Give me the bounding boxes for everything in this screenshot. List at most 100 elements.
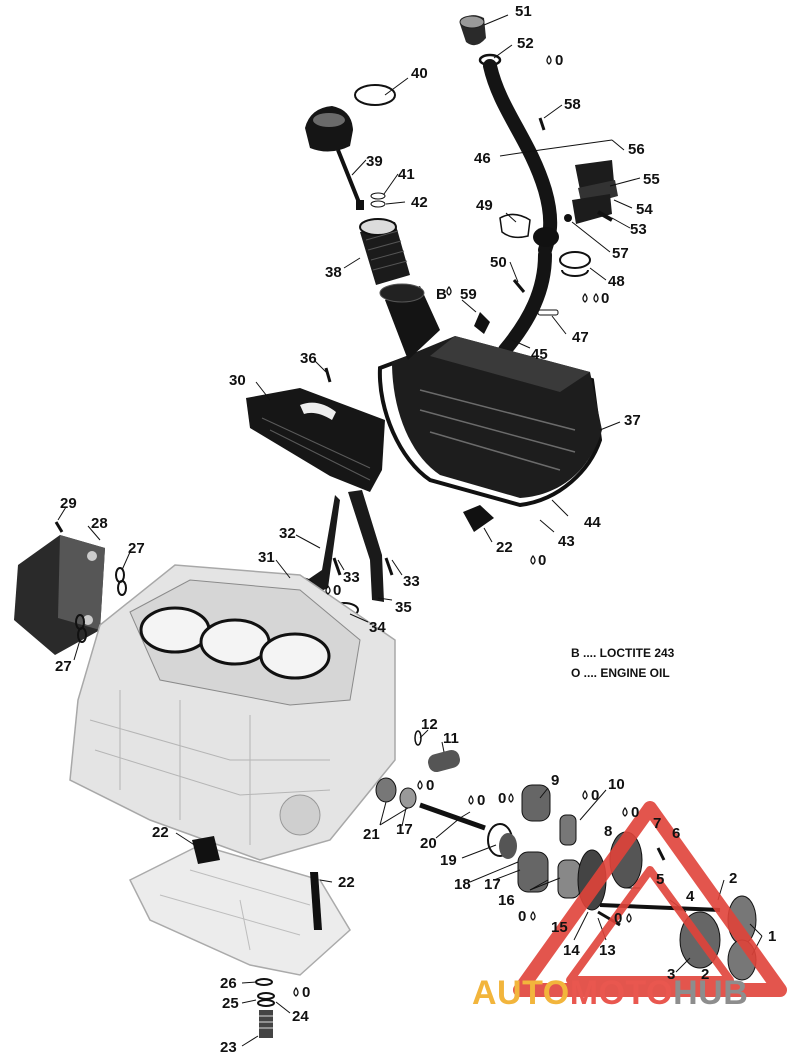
oil-tank-part <box>377 283 603 508</box>
callout-34: 34 <box>369 619 386 636</box>
oil-mark-33: 0 <box>333 582 342 599</box>
drain-plug-part <box>255 978 275 1038</box>
callout-3: 3 <box>667 966 676 983</box>
callout-46: 46 <box>474 150 491 167</box>
callout-24: 24 <box>292 1008 309 1025</box>
callout-27-top: 27 <box>128 540 145 557</box>
oil-drop-icon <box>530 910 536 921</box>
callout-54: 54 <box>636 201 653 218</box>
cover-plate-part <box>246 388 385 492</box>
callout-52: 52 <box>517 35 534 52</box>
oil-drop-icon <box>530 554 536 565</box>
watermark-text: AUTOMOTOHUB <box>472 974 748 1013</box>
oil-mark-16: 0 <box>518 908 527 925</box>
callout-57: 57 <box>612 245 629 262</box>
callout-29: 29 <box>60 495 77 512</box>
callout-47: 47 <box>572 329 589 346</box>
callout-50: 50 <box>490 254 507 271</box>
oil-mark-52: 0 <box>555 52 564 69</box>
callout-14: 14 <box>563 942 580 959</box>
oil-drop-icon <box>417 779 423 790</box>
callout-12: 12 <box>421 716 438 733</box>
crankcase-part <box>69 564 396 861</box>
callout-4: 4 <box>686 888 695 905</box>
callout-13: 13 <box>599 942 616 959</box>
oil-mark-8: 0 <box>631 804 640 821</box>
callout-32: 32 <box>279 525 296 542</box>
watermark-part-3: HUB <box>673 974 749 1012</box>
legend-engine-oil: O .... ENGINE OIL <box>571 666 670 680</box>
callout-28: 28 <box>91 515 108 532</box>
oil-cooler-part <box>14 521 127 655</box>
callout-8: 8 <box>604 823 613 840</box>
callout-56: 56 <box>628 141 645 158</box>
oil-drop-icon <box>468 794 474 805</box>
callout-38: 38 <box>325 264 342 281</box>
callout-9: 9 <box>551 772 560 789</box>
oil-drop-icon <box>293 986 299 997</box>
oil-filter-element-part <box>359 218 410 285</box>
callout-2-top: 2 <box>729 870 738 887</box>
oil-filter-cover-part <box>305 84 396 210</box>
callout-40: 40 <box>411 65 428 82</box>
callout-37: 37 <box>624 412 641 429</box>
callout-23: 23 <box>220 1039 237 1056</box>
callout-43: 43 <box>558 533 575 550</box>
callout-53: 53 <box>630 221 647 238</box>
oil-drop-icon <box>508 792 514 803</box>
callout-49: 49 <box>476 197 493 214</box>
oil-drop-icon <box>546 54 552 65</box>
oil-pan-part <box>128 505 494 976</box>
callout-35: 35 <box>395 599 412 616</box>
oil-drop-icon <box>325 584 331 595</box>
callout-27-bottom: 27 <box>55 658 72 675</box>
droplet-icons <box>293 54 632 997</box>
callout-41: 41 <box>398 166 415 183</box>
callout-20: 20 <box>420 835 437 852</box>
callout-44: 44 <box>584 514 601 531</box>
callout-31: 31 <box>258 549 275 566</box>
callout-48: 48 <box>608 273 625 290</box>
callout-16: 16 <box>498 892 515 909</box>
oil-drop-icon <box>622 806 628 817</box>
callout-17-upper: 17 <box>396 821 413 838</box>
callout-58: 58 <box>564 96 581 113</box>
callout-36: 36 <box>300 350 317 367</box>
callout-33-left: 33 <box>343 569 360 586</box>
callout-6: 6 <box>672 825 681 842</box>
dipstick-tube-part <box>483 59 559 357</box>
callout-39: 39 <box>366 153 383 170</box>
callout-18: 18 <box>454 876 471 893</box>
oil-mark-43: 0 <box>538 552 547 569</box>
callout-59: 59 <box>460 286 477 303</box>
callout-55: 55 <box>643 171 660 188</box>
watermark-part-2: MOTO <box>569 974 674 1012</box>
callout-10: 10 <box>608 776 625 793</box>
callout-45: 45 <box>531 346 548 363</box>
callout-5: 5 <box>656 871 665 888</box>
watermark-part-1: AUTO <box>472 974 570 1012</box>
oil-drop-icon <box>582 292 588 303</box>
loctite-drop-icon <box>446 285 452 296</box>
callout-1: 1 <box>768 928 777 945</box>
callout-21: 21 <box>363 826 380 843</box>
callout-33-right: 33 <box>403 573 420 590</box>
oil-mark-9: 0 <box>591 787 600 804</box>
legend-loctite: B .... LOCTITE 243 <box>571 646 675 660</box>
callout-11: 11 <box>443 730 459 747</box>
watermark-logo <box>513 801 787 997</box>
callout-25: 25 <box>222 995 239 1012</box>
callout-7: 7 <box>653 815 662 832</box>
callout-30: 30 <box>229 372 246 389</box>
oil-drop-icon <box>582 789 588 800</box>
oil-drop-icon <box>593 292 599 303</box>
callout-22-tank: 22 <box>496 539 513 556</box>
oil-mark-20: 0 <box>477 792 486 809</box>
callout-26: 26 <box>220 975 237 992</box>
callout-22-pan: 22 <box>152 824 169 841</box>
callout-51: 51 <box>515 3 532 20</box>
oil-drop-icon <box>626 912 632 923</box>
callout-2-bottom: 2 <box>701 966 710 983</box>
callout-19: 19 <box>440 852 457 869</box>
